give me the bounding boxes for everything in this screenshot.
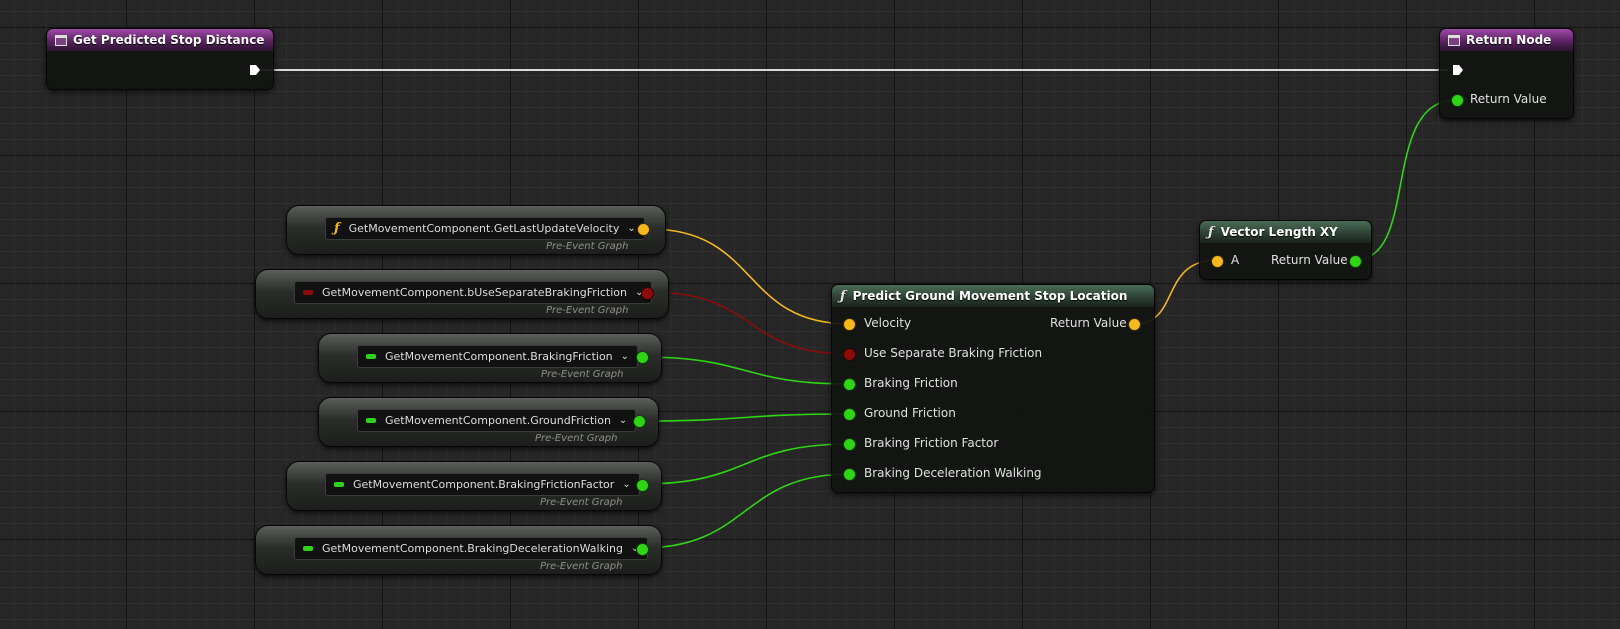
getter-output-pin[interactable]	[637, 544, 648, 555]
getter-label: GetMovementComponent.GetLastUpdateVeloci…	[348, 222, 620, 235]
wire-ground-friction	[638, 413, 851, 422]
exec-in-pin-icon[interactable]	[1452, 64, 1464, 76]
getter-context: Pre-Event Graph	[535, 433, 618, 444]
getter-context: Pre-Event Graph	[546, 305, 629, 316]
entry-node[interactable]: Get Predicted Stop Distance	[46, 28, 274, 90]
braking-friction-pin[interactable]	[844, 379, 855, 390]
vector-return-pin[interactable]	[1350, 256, 1361, 267]
getter-dropdown[interactable]: ƒ GetMovementComponent.GetLastUpdateVelo…	[325, 217, 645, 240]
entry-node-title: Get Predicted Stop Distance	[73, 33, 265, 47]
getter-dropdown[interactable]: GetMovementComponent.bUseSeparateBraking…	[294, 281, 653, 304]
getter-ground-friction[interactable]: GetMovementComponent.GroundFriction ⌄ Pr…	[318, 397, 659, 447]
ground-friction-pin[interactable]	[844, 409, 855, 420]
predict-return-pin[interactable]	[1129, 319, 1140, 330]
chevron-down-icon: ⌄	[635, 287, 644, 298]
chevron-down-icon: ⌄	[618, 415, 628, 426]
wire-velocity	[648, 228, 851, 325]
getter-braking-friction-factor[interactable]: GetMovementComponent.BrakingFrictionFact…	[286, 461, 662, 511]
getter-output-pin[interactable]	[637, 480, 648, 491]
chevron-down-icon: ⌄	[627, 223, 636, 234]
vector-return-label: Return Value	[1271, 253, 1348, 267]
float-type-icon	[334, 482, 344, 487]
predict-stop-header[interactable]: ƒ Predict Ground Movement Stop Location	[832, 285, 1154, 307]
event-icon	[55, 34, 67, 46]
ground-friction-label: Ground Friction	[864, 406, 956, 420]
return-icon	[1448, 34, 1460, 46]
predict-stop-node[interactable]: ƒ Predict Ground Movement Stop Location …	[831, 284, 1155, 493]
wire-use-separate	[648, 291, 851, 355]
return-value-label: Return Value	[1470, 92, 1547, 106]
float-type-icon	[366, 418, 376, 423]
braking-deceleration-label: Braking Deceleration Walking	[864, 466, 1042, 480]
predict-stop-title: Predict Ground Movement Stop Location	[852, 289, 1128, 303]
braking-deceleration-pin[interactable]	[844, 469, 855, 480]
exec-out-pin-icon[interactable]	[249, 64, 261, 76]
use-separate-braking-pin[interactable]	[844, 349, 855, 360]
getter-output-pin[interactable]	[638, 224, 649, 235]
chevron-down-icon: ⌄	[622, 479, 631, 490]
braking-friction-factor-pin[interactable]	[844, 439, 855, 450]
getter-context: Pre-Event Graph	[540, 561, 623, 572]
getter-dropdown[interactable]: GetMovementComponent.GroundFriction ⌄	[357, 409, 637, 432]
vector-a-label: A	[1231, 253, 1240, 267]
return-node-header[interactable]: Return Node	[1440, 29, 1573, 51]
use-separate-braking-label: Use Separate Braking Friction	[864, 346, 1043, 360]
wire-braking-deceleration	[641, 473, 851, 549]
vector-length-node[interactable]: ƒ Vector Length XY A Return Value	[1199, 220, 1372, 280]
return-value-pin[interactable]	[1452, 95, 1463, 106]
function-icon: ƒ	[1208, 224, 1214, 240]
getter-output-pin[interactable]	[634, 416, 645, 427]
getter-context: Pre-Event Graph	[540, 497, 623, 508]
wire-braking-friction-factor	[641, 443, 851, 485]
chevron-down-icon: ⌄	[630, 543, 640, 554]
wire-braking-friction	[641, 356, 851, 385]
getter-label: GetMovementComponent.BrakingFrictionFact…	[353, 478, 615, 491]
getter-output-pin[interactable]	[637, 352, 648, 363]
getter-use-separate-braking[interactable]: GetMovementComponent.bUseSeparateBraking…	[255, 269, 669, 319]
float-type-icon	[303, 546, 313, 551]
chevron-down-icon: ⌄	[620, 351, 630, 362]
getter-label: GetMovementComponent.GroundFriction	[385, 414, 611, 427]
velocity-label: Velocity	[864, 316, 912, 330]
bool-type-icon	[303, 290, 313, 295]
vector-a-pin[interactable]	[1212, 256, 1223, 267]
getter-dropdown[interactable]: GetMovementComponent.BrakingFrictionFact…	[325, 473, 640, 496]
function-icon: ƒ	[334, 221, 340, 236]
getter-context: Pre-Event Graph	[541, 369, 624, 380]
getter-label: GetMovementComponent.BrakingFriction	[385, 350, 613, 363]
getter-label: GetMovementComponent.bUseSeparateBraking…	[322, 286, 627, 299]
getter-dropdown[interactable]: GetMovementComponent.BrakingFriction ⌄	[357, 345, 639, 368]
getter-label: GetMovementComponent.BrakingDeceleration…	[322, 542, 623, 555]
braking-friction-label: Braking Friction	[864, 376, 958, 390]
getter-output-pin[interactable]	[642, 288, 653, 299]
vector-length-title: Vector Length XY	[1220, 225, 1338, 239]
getter-dropdown[interactable]: GetMovementComponent.BrakingDeceleration…	[294, 537, 649, 560]
function-icon: ƒ	[840, 288, 846, 304]
getter-last-update-velocity[interactable]: ƒ GetMovementComponent.GetLastUpdateVelo…	[286, 205, 666, 255]
return-node-title: Return Node	[1466, 33, 1552, 47]
braking-friction-factor-label: Braking Friction Factor	[864, 436, 999, 450]
velocity-pin[interactable]	[844, 319, 855, 330]
float-type-icon	[366, 354, 376, 359]
getter-braking-deceleration-walking[interactable]: GetMovementComponent.BrakingDeceleration…	[255, 525, 662, 575]
return-node[interactable]: Return Node Return Value	[1439, 28, 1574, 119]
vector-length-header[interactable]: ƒ Vector Length XY	[1200, 221, 1371, 243]
entry-node-header[interactable]: Get Predicted Stop Distance	[47, 29, 273, 51]
getter-braking-friction[interactable]: GetMovementComponent.BrakingFriction ⌄ P…	[318, 333, 662, 383]
predict-return-label: Return Value	[1050, 316, 1127, 330]
getter-context: Pre-Event Graph	[546, 241, 629, 252]
